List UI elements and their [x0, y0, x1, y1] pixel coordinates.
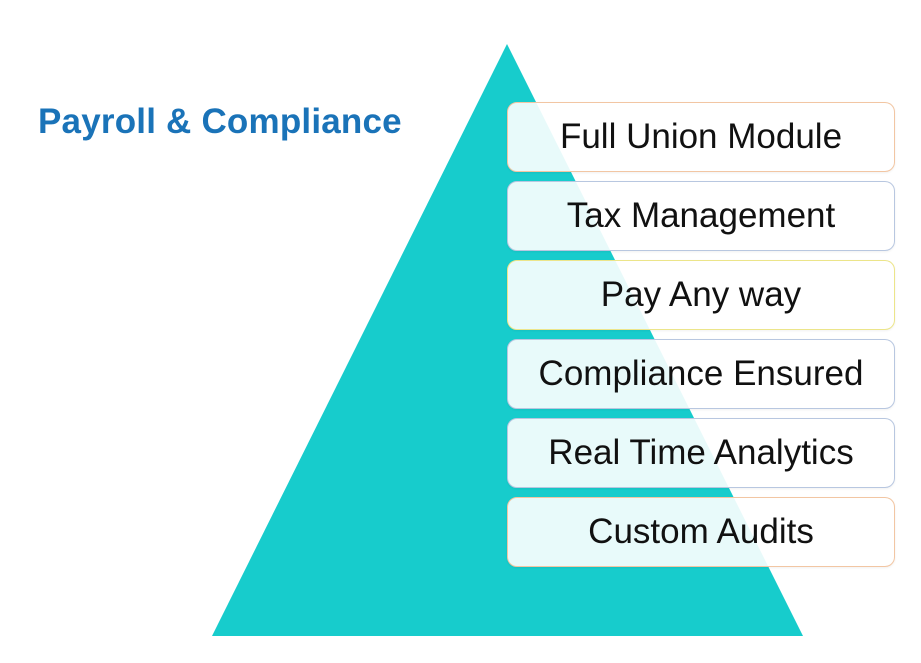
- layer-pay-any-way: Pay Any way: [507, 260, 895, 330]
- layer-compliance-ensured: Compliance Ensured: [507, 339, 895, 409]
- layer-real-time-analytics: Real Time Analytics: [507, 418, 895, 488]
- layer-tax-management: Tax Management: [507, 181, 895, 251]
- pyramid-triangle: [212, 44, 803, 636]
- layer-custom-audits: Custom Audits: [507, 497, 895, 567]
- layer-full-union-module: Full Union Module: [507, 102, 895, 172]
- diagram-title: Payroll & Compliance: [38, 102, 402, 141]
- pyramid-layer-list: Full Union Module Tax Management Pay Any…: [507, 102, 895, 576]
